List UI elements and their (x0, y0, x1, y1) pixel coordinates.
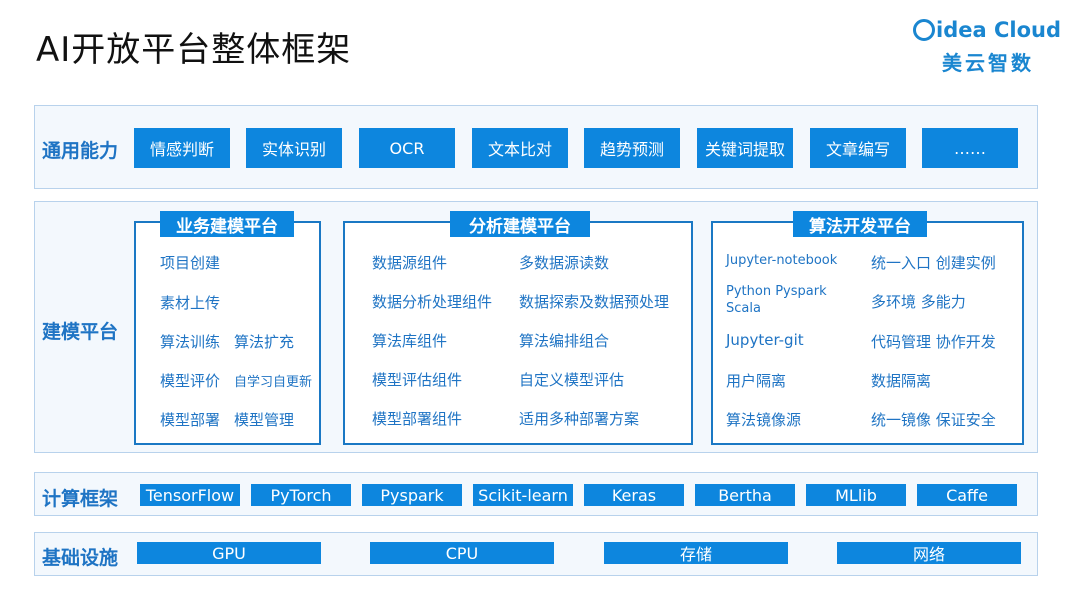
framework-tensorflow[interactable]: TensorFlow (140, 484, 240, 506)
analysis-item: 模型评估组件 (372, 371, 463, 389)
framework-pytorch[interactable]: PyTorch (251, 484, 351, 506)
algorithm-item: 统一入口 创建实例 (871, 254, 996, 272)
analysis-item: 算法编排组合 (519, 332, 610, 350)
capability-entity-recognition[interactable]: 实体识别 (246, 128, 342, 168)
page-title: AI开放平台整体框架 (36, 30, 352, 70)
infra-storage[interactable]: 存储 (604, 542, 788, 564)
logo-cn: 美云智数 (942, 51, 1034, 75)
capability-article-writing[interactable]: 文章编写 (810, 128, 906, 168)
logo-en: idea Cloud (913, 18, 1061, 42)
analysis-panel-title: 分析建模平台 (450, 211, 590, 237)
analysis-item: 数据探索及数据预处理 (519, 293, 670, 311)
business-panel (134, 221, 321, 445)
analysis-item: 多数据源读数 (519, 254, 610, 272)
framework-bertha[interactable]: Bertha (695, 484, 795, 506)
framework-keras[interactable]: Keras (584, 484, 684, 506)
capability-trend-forecast[interactable]: 趋势预测 (584, 128, 680, 168)
framework-mllib[interactable]: MLlib (806, 484, 906, 506)
framework-pyspark[interactable]: Pyspark (362, 484, 462, 506)
algorithm-item: 统一镜像 保证安全 (871, 411, 996, 429)
analysis-item: 数据源组件 (372, 254, 448, 272)
algorithm-item: Scala (726, 301, 761, 316)
algorithm-item: 多环境 多能力 (871, 293, 966, 311)
business-item: 算法扩充 (234, 333, 295, 351)
algorithm-item: 数据隔离 (871, 372, 932, 390)
capability-keyword-extract[interactable]: 关键词提取 (697, 128, 793, 168)
algorithm-panel (711, 221, 1024, 445)
analysis-item: 自定义模型评估 (519, 371, 625, 389)
algorithm-item: Python Pyspark (726, 284, 827, 299)
business-item: 项目创建 (160, 254, 221, 272)
analysis-item: 模型部署组件 (372, 410, 463, 428)
business-item: 模型部署 (160, 411, 221, 429)
algorithm-item: Jupyter-git (726, 331, 804, 349)
infra-network[interactable]: 网络 (837, 542, 1021, 564)
capability-more[interactable]: …… (922, 128, 1018, 168)
algorithm-item: Jupyter-notebook (726, 253, 838, 268)
capability-sentiment[interactable]: 情感判断 (134, 128, 230, 168)
business-item: 素材上传 (160, 294, 221, 312)
general-label: 通用能力 (42, 140, 119, 162)
analysis-panel (343, 221, 693, 445)
capability-ocr[interactable]: OCR (359, 128, 455, 168)
modeling-label: 建模平台 (42, 321, 119, 343)
framework-scikit-learn[interactable]: Scikit-learn (473, 484, 573, 506)
capability-text-compare[interactable]: 文本比对 (472, 128, 568, 168)
analysis-item: 算法库组件 (372, 332, 448, 350)
infra-gpu[interactable]: GPU (137, 542, 321, 564)
logo-en-text: idea Cloud (936, 18, 1061, 42)
algorithm-item: 用户隔离 (726, 372, 787, 390)
algorithm-item: 算法镜像源 (726, 411, 802, 429)
framework-caffe[interactable]: Caffe (917, 484, 1017, 506)
analysis-item: 数据分析处理组件 (372, 293, 493, 311)
business-item: 自学习自更新 (234, 375, 313, 390)
business-panel-title: 业务建模平台 (160, 211, 294, 237)
business-item: 算法训练 (160, 333, 221, 351)
infra-cpu[interactable]: CPU (370, 542, 554, 564)
business-item: 模型评价 (160, 372, 221, 390)
logo-circle-icon (913, 19, 935, 41)
infra-label: 基础设施 (42, 547, 119, 569)
algorithm-panel-title: 算法开发平台 (793, 211, 927, 237)
business-item: 模型管理 (234, 411, 295, 429)
analysis-item: 适用多种部署方案 (519, 410, 640, 428)
algorithm-item: 代码管理 协作开发 (871, 333, 996, 351)
frameworks-label: 计算框架 (42, 488, 119, 510)
